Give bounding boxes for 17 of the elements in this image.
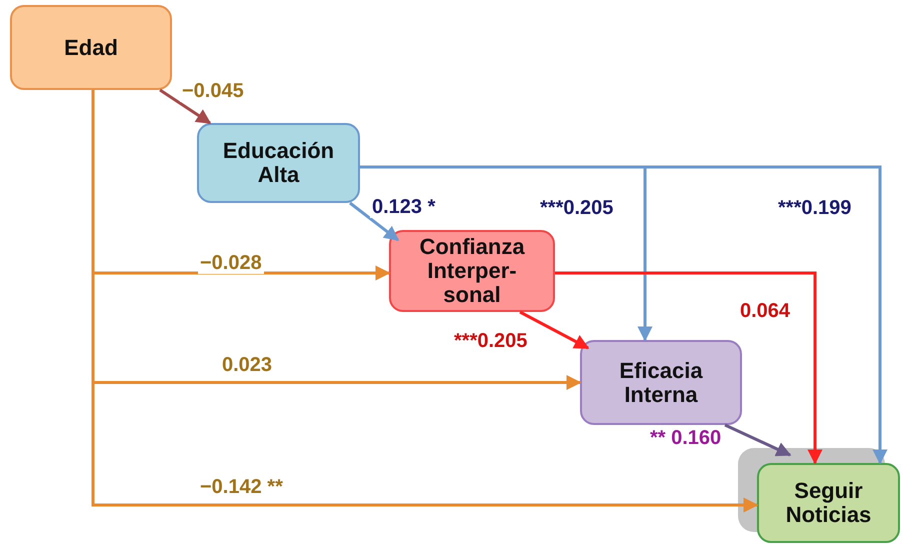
node-label: Edad	[63, 36, 119, 60]
node-box	[580, 340, 742, 425]
node-label: Seguir Noticias	[784, 479, 872, 527]
node-label: Educación Alta	[222, 139, 336, 187]
node-box	[197, 123, 360, 203]
arrow	[349, 202, 400, 242]
node-label: Confianza Interper- sonal	[418, 235, 526, 307]
arrow	[555, 272, 822, 464]
node-label: Eficacia Interna	[618, 358, 704, 406]
arrow	[519, 310, 590, 350]
node-box	[10, 5, 172, 90]
arrow	[724, 424, 792, 456]
arrow	[159, 88, 212, 124]
edge-label: 0.123 *	[370, 196, 438, 218]
edge-label: −0.045	[180, 80, 246, 102]
edge-label: −0.028	[198, 252, 264, 274]
node-box	[389, 230, 555, 312]
